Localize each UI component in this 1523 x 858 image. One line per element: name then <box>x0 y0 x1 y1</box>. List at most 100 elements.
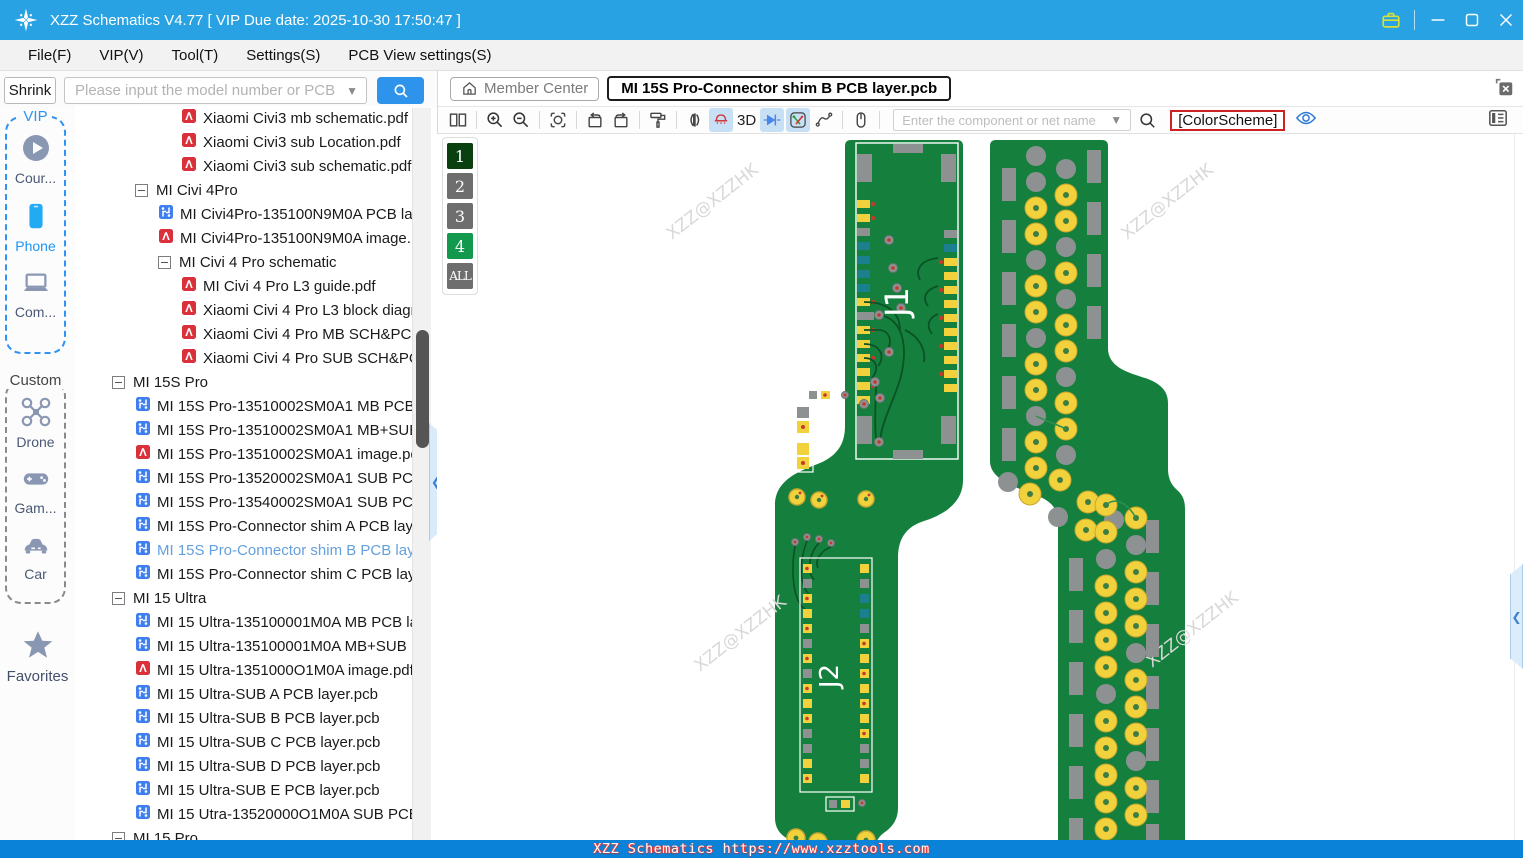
menu-item-pcb-view-settings-s-[interactable]: PCB View settings(S) <box>338 47 501 64</box>
zoom-in-icon[interactable] <box>483 108 507 132</box>
chevron-down-icon[interactable]: ▼ <box>346 84 358 98</box>
sidebar-item-com[interactable]: Com... <box>7 268 64 320</box>
active-document-tab[interactable]: MI 15S Pro-Connector shim B PCB layer.pc… <box>607 76 951 101</box>
tree-file-row[interactable]: Xiaomi Civi 4 Pro MB SCH&PCB.pdf <box>75 322 412 346</box>
tree-scrollbar[interactable] <box>412 108 431 840</box>
diode-icon[interactable] <box>760 108 784 132</box>
sidebar-item-cour[interactable]: Cour... <box>7 132 64 186</box>
menu-item-settings-s-[interactable]: Settings(S) <box>236 47 330 64</box>
tree-file-row[interactable]: MI 15 Utra-13520000O1M0A SUB PCB layer.p… <box>75 802 412 826</box>
layer-button-all[interactable]: ALL <box>447 263 473 289</box>
zoom-out-icon[interactable] <box>509 108 533 132</box>
paint-roller-icon[interactable] <box>646 108 670 132</box>
collapse-minus-icon[interactable] <box>135 184 148 197</box>
locate-capture-icon[interactable] <box>546 108 570 132</box>
tree-file-row[interactable]: MI Civi4Pro-135100N9M0A image.pdf <box>75 226 412 250</box>
tree-file-row[interactable]: MI 15 Ultra-SUB A PCB layer.pcb <box>75 682 412 706</box>
shrink-button[interactable]: Shrink <box>4 77 56 104</box>
vip-box-icon[interactable] <box>1374 0 1408 40</box>
tree-file-row[interactable]: Xiaomi Civi3 sub schematic.pdf <box>75 154 412 178</box>
tree-file-row[interactable]: Xiaomi Civi3 sub Location.pdf <box>75 130 412 154</box>
pcb-file-icon <box>135 468 157 488</box>
tree-file-row[interactable]: MI 15S Pro-Connector shim C PCB layer.pc… <box>75 562 412 586</box>
tree-file-row[interactable]: MI 15S Pro-13510002SM0A1 image.pdf <box>75 442 412 466</box>
layer-button-1[interactable]: 1 <box>447 143 473 169</box>
tree-file-row[interactable]: Xiaomi Civi 4 Pro SUB SCH&PCB.pdf <box>75 346 412 370</box>
tree-file-row[interactable]: MI 15 Ultra-SUB D PCB layer.pcb <box>75 754 412 778</box>
tree-group-row[interactable]: MI 15 Ultra <box>75 586 412 610</box>
chevron-down-icon[interactable]: ▼ <box>1110 113 1122 127</box>
minimize-button[interactable] <box>1421 0 1455 40</box>
layer-button-2[interactable]: 2 <box>447 173 473 199</box>
rotate-right-icon[interactable] <box>609 108 633 132</box>
sidebar-item-phone[interactable]: Phone <box>7 200 64 254</box>
pcb-file-icon <box>135 612 157 632</box>
tree-group-row[interactable]: MI Civi 4 Pro schematic <box>75 250 412 274</box>
curve-measure-icon[interactable] <box>812 108 836 132</box>
measure-probe-icon[interactable] <box>786 108 810 132</box>
maximize-button[interactable] <box>1455 0 1489 40</box>
tree-file-row[interactable]: MI 15S Pro-13510002SM0A1 MB+SUB PCB laye… <box>75 418 412 442</box>
tree-item-label: MI 15S Pro <box>133 374 208 391</box>
car-icon <box>20 530 52 564</box>
tree-file-row[interactable]: MI 15S Pro-13540002SM0A1 SUB PCB layer.p… <box>75 490 412 514</box>
app-logo-icon <box>12 6 40 34</box>
tree-item-label: MI 15 Ultra <box>133 590 206 607</box>
tree-file-row[interactable]: Xiaomi Civi 4 Pro L3 block diagram.pdf <box>75 298 412 322</box>
collapse-minus-icon[interactable] <box>158 256 171 269</box>
tree-file-row[interactable]: MI 15 Ultra-SUB C PCB layer.pcb <box>75 730 412 754</box>
member-center-button[interactable]: Member Center <box>450 77 599 101</box>
menu-item-tool-t-[interactable]: Tool(T) <box>162 47 229 64</box>
sidebar-item-gam[interactable]: Gam... <box>7 464 64 516</box>
color-scheme-button[interactable]: [ColorScheme] <box>1170 110 1285 131</box>
collapse-minus-icon[interactable] <box>112 832 125 841</box>
sidebar-item-favorites[interactable]: Favorites <box>0 628 75 685</box>
tree-file-row[interactable]: MI 15S Pro-Connector shim A PCB layer.pc… <box>75 514 412 538</box>
sidebar-item-drone[interactable]: Drone <box>7 396 64 450</box>
menu-item-vip-v-[interactable]: VIP(V) <box>89 47 153 64</box>
tree-file-row[interactable]: MI 15 Ultra-135100001M0A MB PCB layer.pc… <box>75 610 412 634</box>
rotate-left-icon[interactable] <box>583 108 607 132</box>
model-search-button[interactable] <box>377 77 424 104</box>
tree-file-row[interactable]: MI Civi4Pro-135100N9M0A PCB layer.pcb <box>75 202 412 226</box>
mirror-flip-icon[interactable] <box>683 108 707 132</box>
net-search-input[interactable] <box>900 112 1102 129</box>
tree-file-row[interactable]: MI 15 Ultra-1351000O1M0A image.pdf <box>75 658 412 682</box>
tree-item-label: MI Civi4Pro-135100N9M0A PCB layer.pcb <box>180 206 412 223</box>
tree-item-label: MI 15 Pro <box>133 830 198 841</box>
component-dome-icon[interactable] <box>709 108 733 132</box>
layer-button-3[interactable]: 3 <box>447 203 473 229</box>
net-search-icon[interactable] <box>1135 108 1159 132</box>
pcb-file-icon <box>135 636 157 656</box>
tree-file-row[interactable]: MI 15 Ultra-135100001M0A MB+SUB PCB laye… <box>75 634 412 658</box>
collapse-minus-icon[interactable] <box>112 592 125 605</box>
tree-file-row[interactable]: MI 15S Pro-Connector shim B PCB layer.pc… <box>75 538 412 562</box>
collapse-minus-icon[interactable] <box>112 376 125 389</box>
mouse-icon[interactable] <box>849 108 873 132</box>
tree-file-row[interactable]: MI 15S Pro-13520002SM0A1 SUB PCB layer.p… <box>75 466 412 490</box>
close-all-tabs-icon[interactable] <box>1493 76 1515 102</box>
tree-file-row[interactable]: MI Civi 4 Pro L3 guide.pdf <box>75 274 412 298</box>
tree-file-row[interactable]: Xiaomi Civi3 mb schematic.pdf <box>75 106 412 130</box>
model-search-input[interactable] <box>73 81 338 100</box>
tree-group-row[interactable]: MI 15 Pro <box>75 826 412 840</box>
three-d-button[interactable]: 3D <box>734 112 759 129</box>
model-search-combobox[interactable]: ▼ <box>64 77 367 104</box>
tree-group-row[interactable]: MI Civi 4Pro <box>75 178 412 202</box>
pcb-viewport[interactable]: XZZ@XZZHKXZZ@XZZHKXZZ@XZZHKXZZ@XZZHKJ1J2… <box>437 134 1523 840</box>
layer-button-4[interactable]: 4 <box>447 233 473 259</box>
collapse-right-panel-handle[interactable]: ❮ <box>1510 564 1523 669</box>
net-search-combobox[interactable]: ▼ <box>893 109 1131 131</box>
split-view-icon[interactable] <box>446 108 470 132</box>
close-button[interactable] <box>1489 0 1523 40</box>
sidebar-item-car[interactable]: Car <box>7 530 64 582</box>
tree-file-row[interactable]: MI 15S Pro-13510002SM0A1 MB PCB layer.pc… <box>75 394 412 418</box>
tree-file-row[interactable]: MI 15 Ultra-SUB E PCB layer.pcb <box>75 778 412 802</box>
panel-list-icon[interactable] <box>1487 108 1509 132</box>
tree-group-row[interactable]: MI 15S Pro <box>75 370 412 394</box>
tree-scrollbar-thumb[interactable] <box>416 330 429 448</box>
visibility-eye-icon[interactable] <box>1295 109 1317 131</box>
tree-file-row[interactable]: MI 15 Ultra-SUB B PCB layer.pcb <box>75 706 412 730</box>
menu-item-file-f-[interactable]: File(F) <box>18 47 81 64</box>
sidebar-item-label: Cour... <box>15 170 56 186</box>
